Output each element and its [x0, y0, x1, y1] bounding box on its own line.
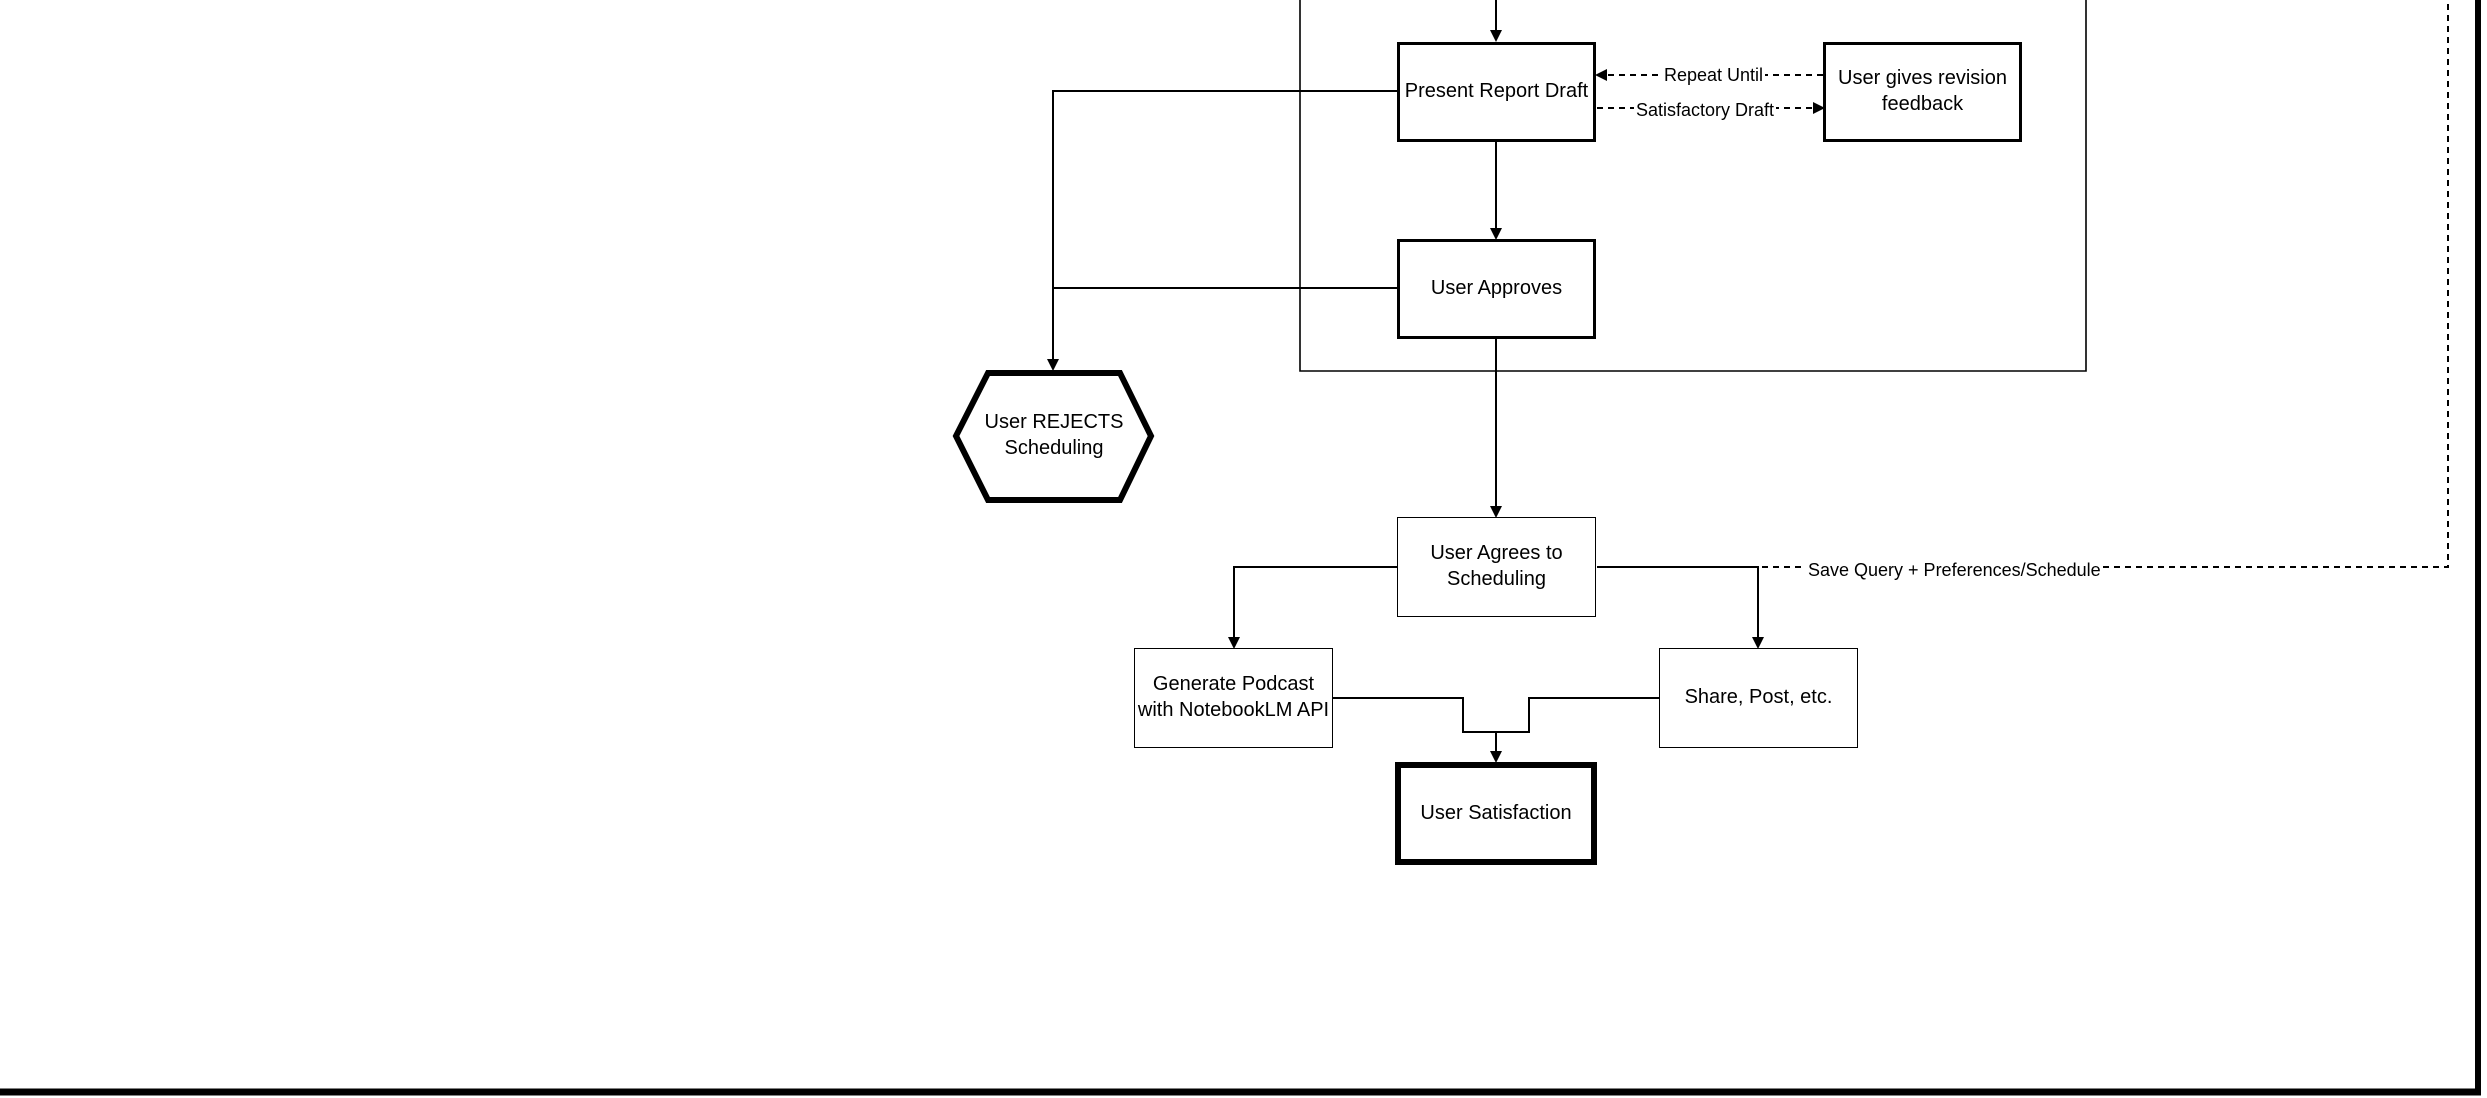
user-rejects-node: User REJECTS Scheduling — [980, 385, 1128, 487]
label-satisfactory-draft: Satisfactory Draft — [1634, 100, 1777, 120]
user-satisfaction-node: User Satisfaction — [1395, 762, 1597, 865]
user-agrees-scheduling-node: User Agrees to Scheduling — [1397, 517, 1596, 617]
edge-draft-to-rejects — [1047, 90, 1397, 371]
edge-share-to-satisfaction — [1496, 697, 1660, 733]
share-post-node: Share, Post, etc. — [1659, 648, 1858, 748]
user-revision-feedback-node: User gives revision feedback — [1823, 42, 2022, 142]
edge-podcast-to-satisfaction — [1332, 697, 1502, 763]
user-revision-feedback-label: User gives revision feedback — [1838, 67, 2007, 115]
user-rejects-hexagon-shape — [952, 370, 1155, 503]
user-approves-label: User Approves — [1430, 277, 1563, 300]
generate-podcast-node: Generate Podcast with NotebookLM API — [1134, 648, 1333, 748]
edge-agrees-to-share — [1597, 566, 1764, 649]
generate-podcast-label: Generate Podcast with NotebookLM API — [1137, 673, 1330, 721]
share-post-label: Share, Post, etc. — [1684, 686, 1833, 709]
label-repeat-until: Repeat Until — [1662, 65, 1766, 85]
edge-agrees-to-podcast — [1228, 566, 1397, 649]
user-agrees-scheduling-label: User Agrees to Scheduling — [1430, 542, 1563, 590]
user-satisfaction-label: User Satisfaction — [1420, 801, 1572, 824]
approval-group-container — [1299, 0, 2087, 372]
label-save-query: Save Query + Preferences/Schedule — [1806, 560, 2103, 580]
user-rejects-label: User REJECTS Scheduling — [984, 411, 1124, 459]
edge-save-query — [1597, 0, 2449, 568]
present-report-draft-label: Present Report Draft — [1404, 80, 1589, 103]
present-report-draft-node: Present Report Draft — [1397, 42, 1596, 142]
user-approves-node: User Approves — [1397, 239, 1596, 339]
